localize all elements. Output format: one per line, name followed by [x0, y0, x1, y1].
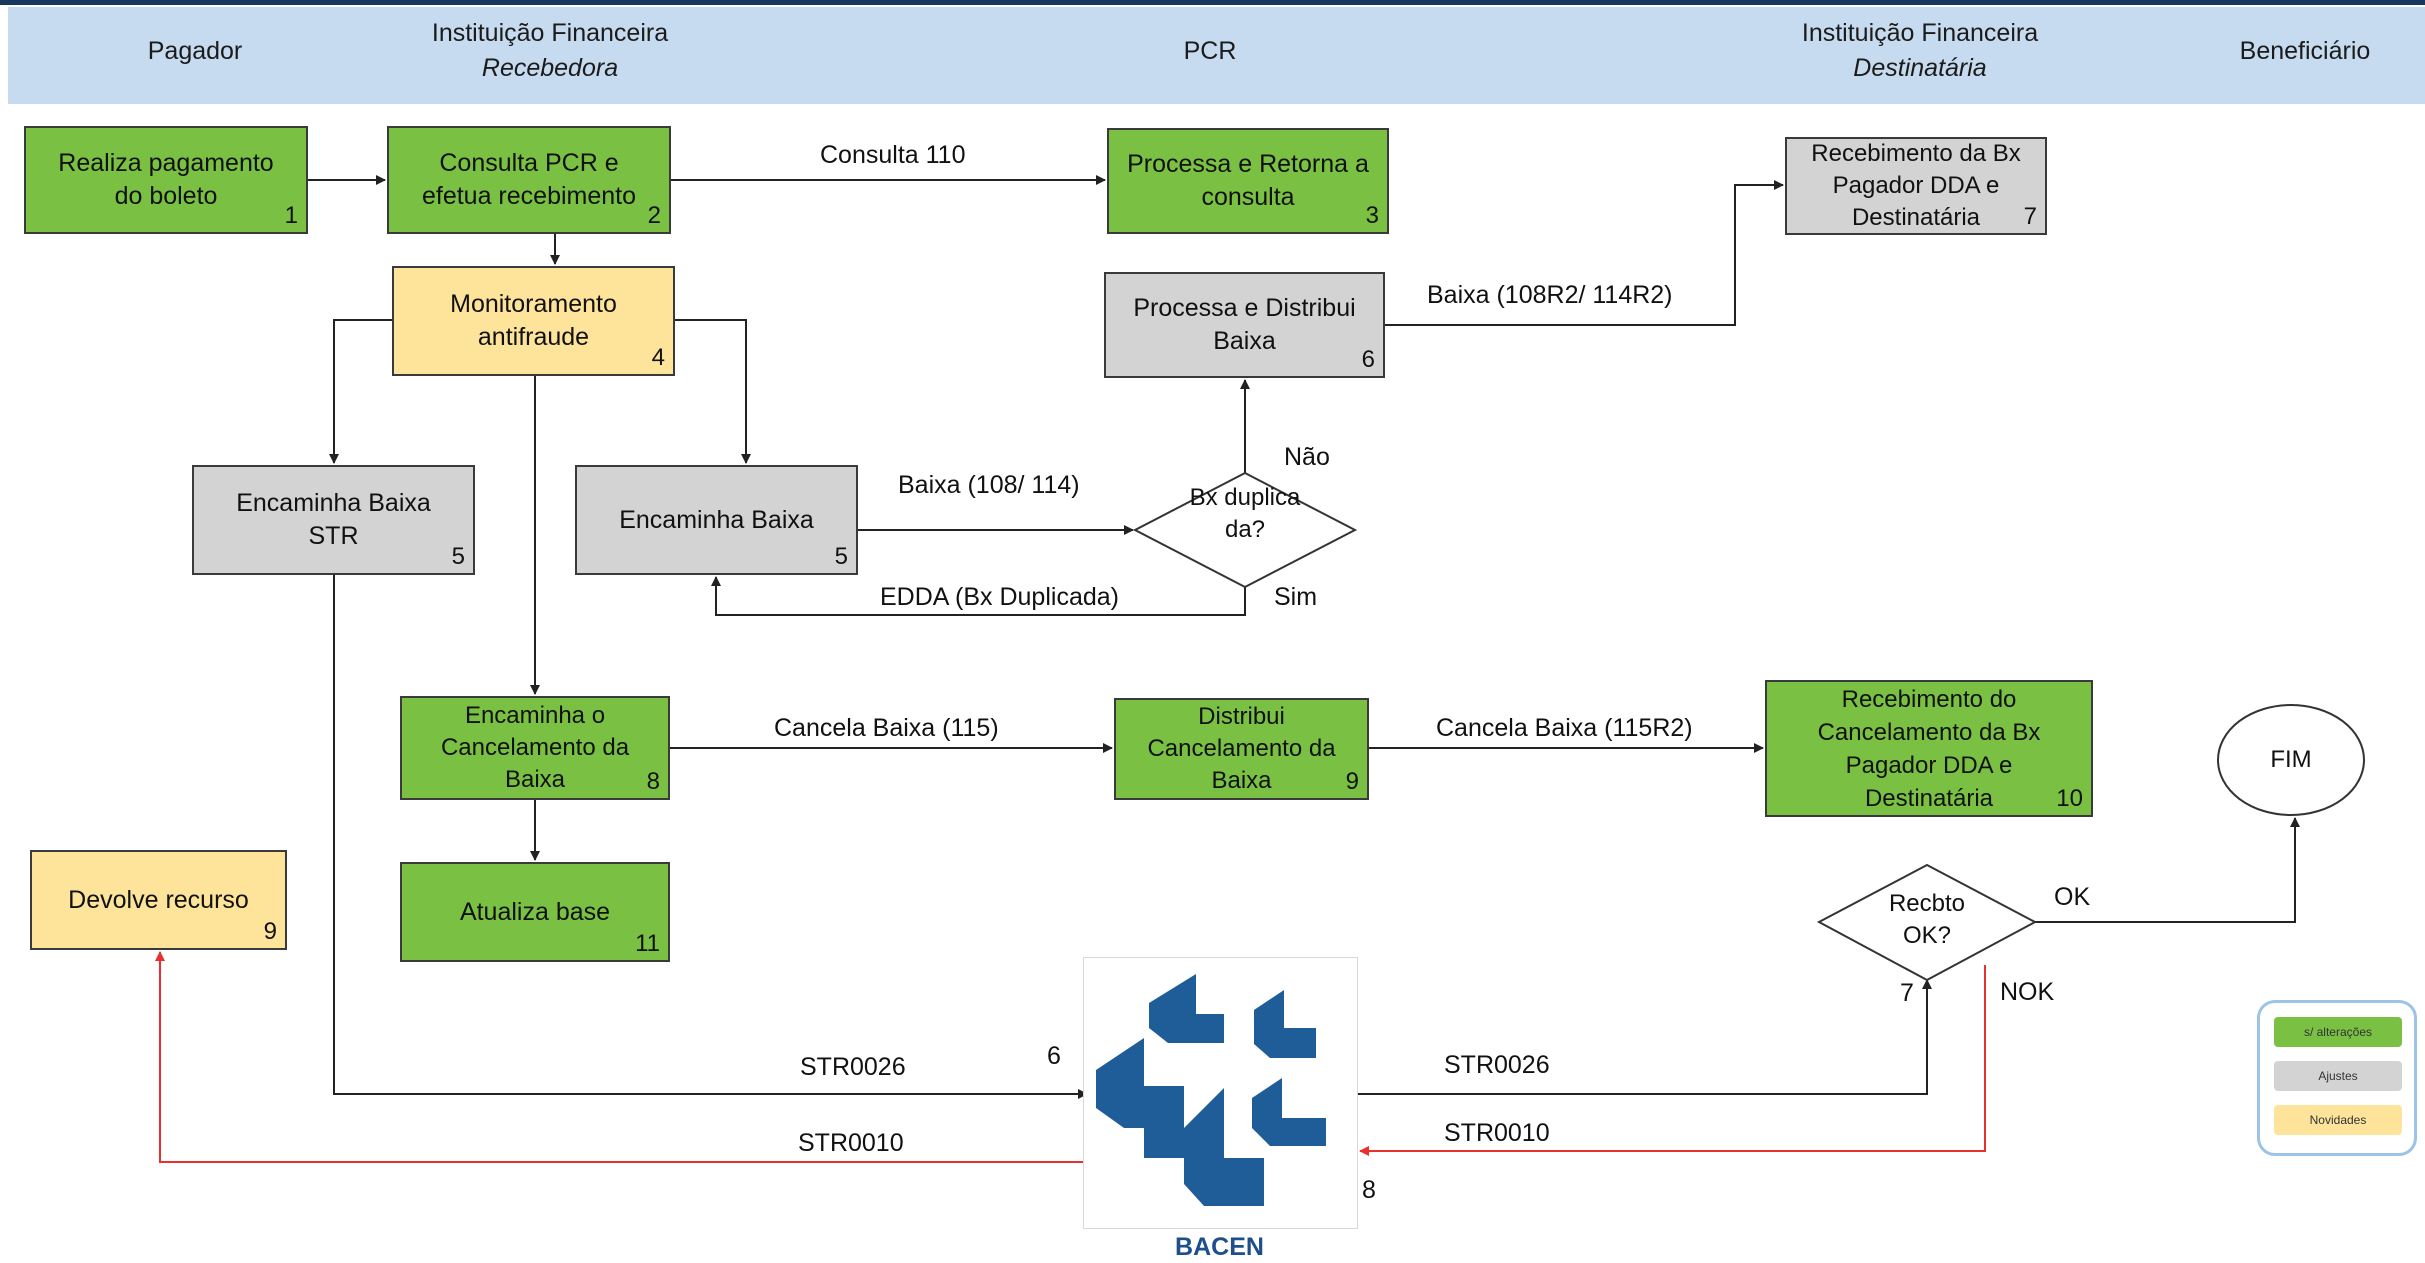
step-3-processa-retorna: Processa e Retorna a consulta 3: [1107, 128, 1389, 234]
label-nok: NOK: [2000, 978, 2055, 1006]
lane-inst-recebedora-title: Instituição Financeira: [431, 19, 669, 47]
label-ok: OK: [2054, 883, 2091, 911]
label-cancela-115r2: Cancela Baixa (115R2): [1436, 714, 1693, 742]
lane-inst-destinataria-title: Instituição Financeira: [1801, 19, 2039, 47]
label-str0026-right: STR0026: [1444, 1051, 1550, 1079]
bacen-logo: [1083, 957, 1358, 1229]
step-10-number: 10: [2056, 785, 2083, 812]
step-1-realiza-pagamento: Realiza pagamento do boleto 1: [24, 126, 308, 234]
legend-item-ajustes: Ajustes: [2274, 1061, 2402, 1091]
decision-recbto-number: 7: [1900, 979, 1914, 1007]
bacen-label: BACEN: [1175, 1233, 1264, 1261]
step-3-text: Processa e Retorna a consulta: [1127, 150, 1369, 211]
step-5a-text: Encaminha Baixa STR: [236, 489, 431, 550]
step-9a-text: Distribui Cancelamento da Baixa: [1147, 703, 1336, 794]
lane-pagador: Pagador: [147, 37, 243, 65]
label-consulta-110: Consulta 110: [820, 141, 966, 169]
step-6-text: Processa e Distribui Baixa: [1133, 294, 1356, 355]
label-cancela-115: Cancela Baixa (115): [774, 714, 999, 742]
label-number-8: 8: [1362, 1176, 1376, 1204]
step-2-text: Consulta PCR e efetua recebimento: [421, 149, 637, 210]
label-str0026-left: STR0026: [800, 1053, 906, 1081]
step-9-distribui-cancelamento: Distribui Cancelamento da Baixa 9: [1114, 698, 1369, 800]
label-nao: Não: [1284, 443, 1330, 471]
step-4-text: Monitoramento antifraude: [450, 290, 617, 351]
step-4-monitoramento: Monitoramento antifraude 4: [392, 266, 675, 376]
step-7-text: Recebimento da Bx Pagador DDA e Destinat…: [1811, 140, 2021, 231]
lane-pcr: PCR: [1183, 37, 1237, 65]
legend: s/ alterações Ajustes Novidades: [2257, 1000, 2417, 1156]
step-9-devolve-recurso: Devolve recurso 9: [30, 850, 287, 950]
lane-beneficiario: Beneficiário: [2239, 37, 2371, 65]
end-text: FIM: [2270, 746, 2312, 773]
decision-duplicada-text: Bx duplica da?: [1189, 484, 1301, 543]
step-3-number: 3: [1365, 202, 1379, 229]
label-baixa-108: Baixa (108/ 114): [898, 471, 1080, 499]
label-str0010-right: STR0010: [1444, 1119, 1550, 1147]
step-5b-number: 5: [834, 543, 848, 570]
step-11-number: 11: [635, 930, 660, 957]
step-5a-number: 5: [451, 543, 465, 570]
step-4-number: 4: [651, 344, 665, 371]
step-7-number: 7: [2023, 203, 2037, 230]
step-9b-text: Devolve recurso: [68, 885, 249, 914]
step-2-number: 2: [647, 202, 661, 229]
label-baixa-108r2: Baixa (108R2/ 114R2): [1427, 281, 1673, 309]
bacen-logo-mark: [1096, 974, 1326, 1206]
step-6-processa-distribui: Processa e Distribui Baixa 6: [1104, 272, 1385, 378]
end-ellipse: [2217, 704, 2365, 816]
step-11-atualiza-base: Atualiza base 11: [400, 862, 670, 962]
step-5-encaminha-baixa-str: Encaminha Baixa STR 5: [192, 465, 475, 575]
legend-item-sem-alteracoes: s/ alterações: [2274, 1017, 2402, 1047]
top-rule: [0, 0, 2425, 5]
step-6-number: 6: [1361, 346, 1375, 373]
step-2-consulta-pcr: Consulta PCR e efetua recebimento 2: [387, 126, 671, 234]
decision-recbto-shape: [1816, 863, 2038, 982]
lane-inst-recebedora: Instituição Financeira Recebedora: [390, 16, 710, 86]
step-11-text: Atualiza base: [459, 897, 611, 926]
step-9b-number: 9: [263, 918, 277, 945]
label-number-6: 6: [1047, 1042, 1061, 1070]
lane-inst-destinataria: Instituição Financeira Destinatária: [1760, 16, 2080, 86]
step-1-text: Realiza pagamento do boleto: [58, 149, 274, 210]
step-1-number: 1: [284, 202, 298, 229]
step-8-encaminha-cancelamento: Encaminha o Cancelamento da Baixa 8: [400, 696, 670, 800]
swimlane-header: [8, 7, 2425, 104]
step-9a-number: 9: [1345, 768, 1359, 795]
step-5-encaminha-baixa: Encaminha Baixa 5: [575, 465, 858, 575]
legend-item-novidades: Novidades: [2274, 1105, 2402, 1135]
lane-inst-recebedora-subtitle: Recebedora: [481, 54, 619, 82]
step-7-recebimento-bx: Recebimento da Bx Pagador DDA e Destinat…: [1785, 137, 2047, 235]
step-8-text: Encaminha o Cancelamento da Baixa: [440, 702, 630, 793]
lane-inst-destinataria-subtitle: Destinatária: [1853, 54, 1987, 82]
label-edda: EDDA (Bx Duplicada): [880, 583, 1119, 611]
step-5b-text: Encaminha Baixa: [619, 505, 814, 534]
decision-recbto-text: Recbto OK?: [1888, 890, 1966, 949]
step-8-number: 8: [646, 768, 660, 795]
decision-duplicada-shape: [1132, 471, 1358, 589]
label-str0010-left: STR0010: [798, 1129, 904, 1157]
step-10-text: Recebimento do Cancelamento da Bx Pagado…: [1817, 685, 2041, 812]
label-sim: Sim: [1274, 583, 1318, 611]
step-10-recebimento-cancelamento: Recebimento do Cancelamento da Bx Pagado…: [1765, 680, 2093, 817]
